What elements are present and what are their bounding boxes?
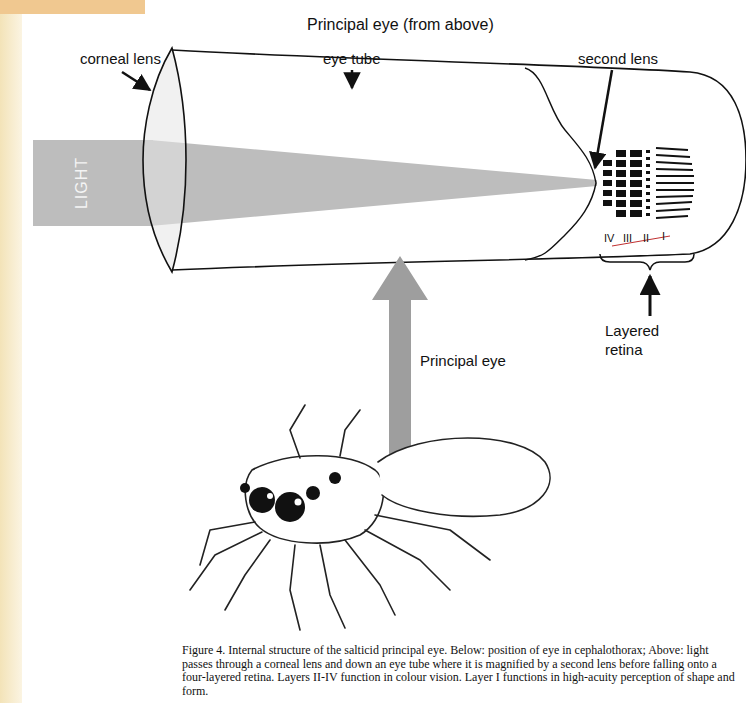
retina-layers: [603, 150, 650, 217]
corneal-lens: [143, 48, 186, 272]
retina-bracket: [600, 254, 694, 270]
part-label: eye tube: [323, 50, 381, 67]
part-label: corneal lens: [80, 50, 161, 67]
second-lens-outline: [525, 68, 596, 260]
eye-tube-outline: [172, 50, 746, 270]
part-label: Layered retina: [605, 322, 695, 360]
figure-caption: Figure 4. Internal structure of the salt…: [182, 644, 738, 698]
part-label: second lens: [578, 50, 658, 67]
retina-pointer: [649, 276, 652, 316]
retina-layer-one: [656, 148, 694, 218]
light-beam: [33, 140, 153, 226]
layer-number: II: [643, 232, 649, 244]
layer-number: IV: [604, 232, 614, 244]
jumping-spider: [190, 405, 550, 630]
lens-pointer: [122, 72, 150, 90]
slide-band: [0, 0, 145, 14]
tube-pointer: [351, 70, 354, 88]
layer-number: I: [662, 230, 665, 242]
light-cone: [150, 140, 597, 226]
diagram-title: Principal eye (from above): [307, 16, 494, 34]
layer-underline: [612, 236, 670, 246]
layer-number: III: [623, 232, 632, 244]
light-label: LIGHT: [73, 157, 91, 209]
second-lens-pointer: [595, 70, 612, 168]
position-arrow: [372, 256, 428, 455]
spider-eyes: [240, 472, 341, 522]
part-label: Principal eye: [420, 352, 510, 371]
slide-margin: [0, 0, 22, 703]
